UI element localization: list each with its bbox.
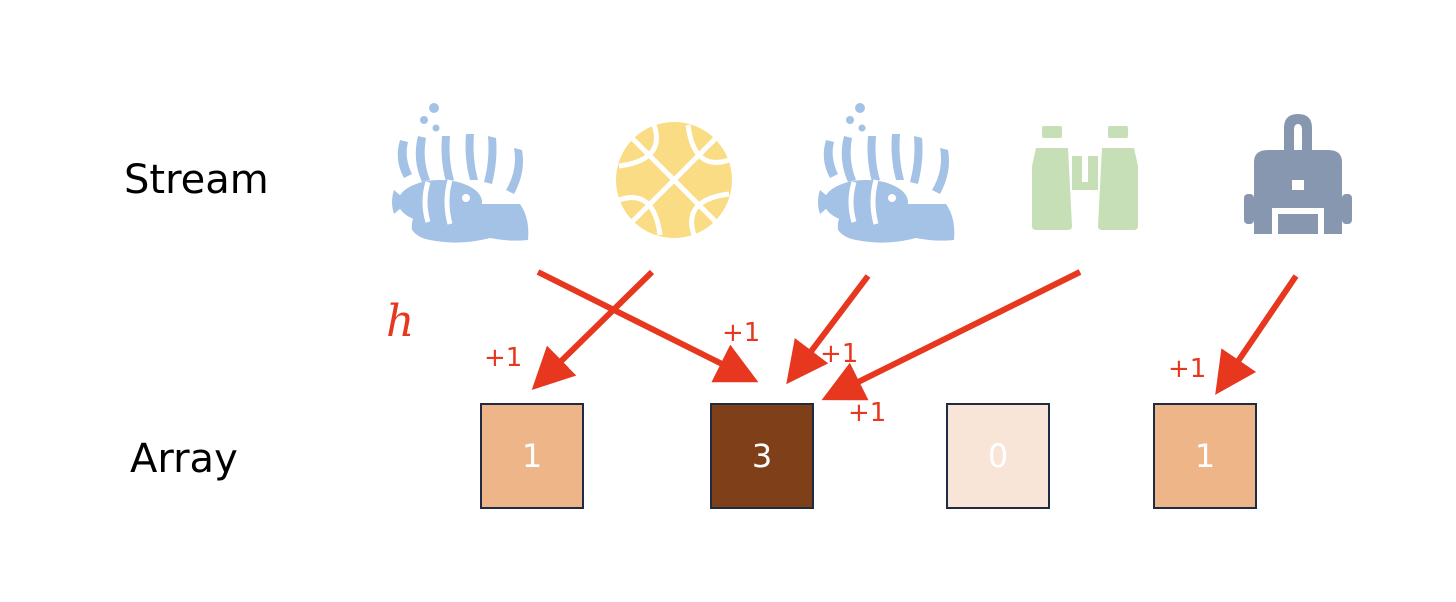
increment-label: +1 <box>1168 354 1207 384</box>
binoculars-icon <box>1032 126 1138 230</box>
array-cell: 1 <box>1153 403 1257 509</box>
array-cell: 1 <box>480 403 584 509</box>
stream-label: Stream <box>124 157 269 203</box>
array-cell: 0 <box>946 403 1050 509</box>
arrow-item-2-to-cell-1 <box>531 269 655 390</box>
arrow-item-5-to-cell-4 <box>1215 274 1299 395</box>
sea-anemone-fish-icon <box>818 103 955 243</box>
increment-label: +1 <box>484 343 523 373</box>
increment-label: +1 <box>820 339 859 369</box>
array-label: Array <box>130 436 238 482</box>
hash-function-label: h <box>386 296 415 347</box>
backpack-icon <box>1244 114 1352 234</box>
arrow-item-3-to-cell-2 <box>786 274 871 385</box>
sea-anemone-fish-icon <box>392 103 529 243</box>
increment-label: +1 <box>722 318 761 348</box>
arrow-item-1-to-cell-2 <box>536 269 759 383</box>
arrow-item-4-to-cell-2 <box>821 269 1082 401</box>
basketball-icon <box>616 122 732 238</box>
increment-label: +1 <box>848 398 887 428</box>
array-cell: 3 <box>710 403 814 509</box>
